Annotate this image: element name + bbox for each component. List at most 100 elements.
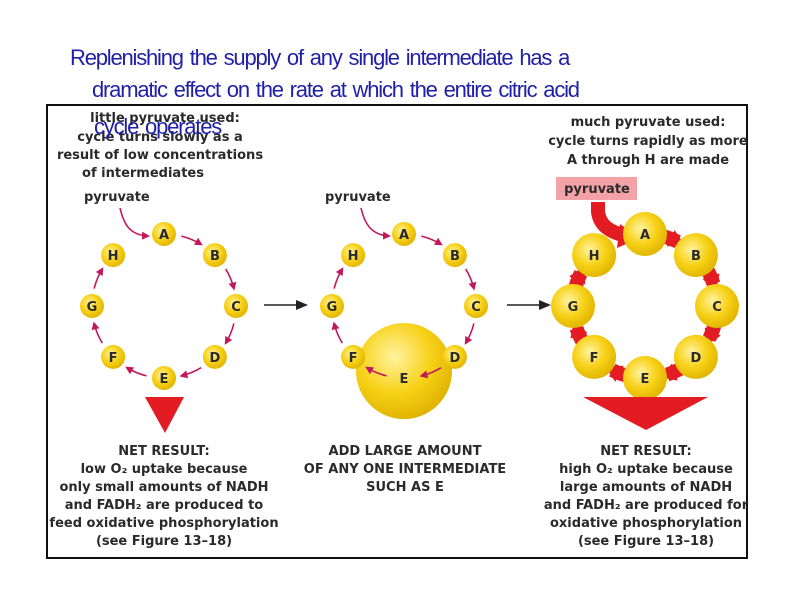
panel-1-caption: cycle turns slowly as a result of low co… — [57, 130, 263, 181]
pyruvate-box — [556, 177, 637, 200]
intermediate-label: D — [691, 351, 702, 366]
intermediate-label: F — [590, 351, 599, 366]
intermediate-node — [623, 212, 667, 256]
panel-2-result: ADD LARGE AMOUNT OF ANY ONE INTERMEDIATE… — [304, 444, 506, 495]
result-line: ADD LARGE AMOUNT — [329, 444, 482, 459]
title-line-2: dramatic effect on the rate at which the… — [92, 77, 580, 102]
intermediate-node — [673, 233, 718, 278]
intermediate-label: A — [159, 228, 169, 243]
result-line: (see Figure 13–18) — [578, 534, 714, 549]
cycle-arrow — [225, 268, 237, 291]
caption-line: much pyruvate used: — [571, 115, 726, 130]
intermediate-node — [695, 284, 739, 328]
intermediate-label: F — [349, 351, 358, 366]
intermediate-node — [442, 243, 467, 268]
large-intermediate-e — [356, 323, 452, 419]
intermediate-node — [442, 344, 467, 369]
intermediate-label: G — [87, 300, 98, 315]
result-line: and FADH₂ are produced for — [544, 498, 749, 513]
title-line-1: Replenishing the supply of any single in… — [70, 45, 570, 70]
cycle-arrow — [331, 321, 343, 344]
result-chevron-1 — [145, 397, 184, 433]
result-line: NET RESULT: — [118, 444, 209, 459]
intermediate-node — [572, 233, 617, 278]
intermediate-label: B — [691, 249, 701, 264]
cycle-arrow — [333, 267, 344, 289]
cycle-arrow — [465, 268, 477, 291]
title-line-3: cycle operates — [94, 114, 222, 139]
intermediate-node — [224, 294, 248, 318]
intermediate-label: B — [450, 249, 460, 264]
result-line: and FADH₂ are produced to — [65, 498, 264, 513]
intermediate-label: F — [109, 351, 118, 366]
intermediate-node — [80, 294, 104, 318]
cycle-arrow — [365, 366, 387, 377]
cycle-arrow — [125, 366, 147, 377]
intermediate-node — [202, 243, 227, 268]
result-line: large amounts of NADH — [560, 480, 732, 495]
intermediate-label: H — [589, 249, 600, 264]
result-line: high O₂ uptake because — [559, 462, 733, 477]
result-line: oxidative phosphorylation — [550, 516, 742, 531]
cycle-arrow — [179, 367, 202, 379]
intermediate-node — [202, 344, 227, 369]
cycle-arrow — [181, 235, 203, 246]
pyruvate-arrow-1 — [119, 207, 150, 240]
result-line: only small amounts of NADH — [59, 480, 268, 495]
intermediate-node — [101, 344, 126, 369]
intermediate-label: C — [712, 300, 722, 315]
pyruvate-arrow-2 — [360, 207, 391, 240]
intermediate-label: C — [471, 300, 481, 315]
intermediate-node — [341, 243, 366, 268]
intermediate-label: D — [210, 351, 221, 366]
intermediate-label: G — [327, 300, 338, 315]
result-line: (see Figure 13–18) — [96, 534, 232, 549]
intermediate-node — [623, 356, 667, 400]
cycle-arrow — [91, 321, 103, 344]
caption-line: A through H are made — [567, 153, 729, 168]
slide-title: Replenishing the supply of any single in… — [70, 42, 770, 106]
intermediate-node — [392, 222, 416, 246]
caption-line-overlap: little pyruvate used: — [90, 111, 240, 126]
cycle-arrow — [464, 323, 475, 345]
intermediate-label: E — [641, 372, 650, 387]
panel-1-result: NET RESULT: low O₂ uptake because only s… — [49, 444, 278, 549]
panel-3-result: NET RESULT: high O₂ uptake because large… — [544, 444, 749, 549]
pyruvate-label-2: pyruvate — [325, 190, 391, 205]
result-line: low O₂ uptake because — [81, 462, 248, 477]
intermediate-label: D — [450, 351, 461, 366]
result-line: feed oxidative phosphorylation — [49, 516, 278, 531]
intermediate-label: C — [231, 300, 241, 315]
intermediate-node — [341, 344, 366, 369]
panel-3-caption: much pyruvate used: cycle turns rapidly … — [548, 115, 748, 168]
intermediate-node — [152, 366, 176, 390]
pyruvate-label-1: pyruvate — [84, 190, 150, 205]
intermediate-label: H — [108, 249, 119, 264]
intermediate-node — [320, 294, 344, 318]
result-line: OF ANY ONE INTERMEDIATE — [304, 462, 506, 477]
intermediate-label: A — [399, 228, 409, 243]
caption-line: result of low concentrations — [57, 148, 263, 163]
result-line: NET RESULT: — [600, 444, 691, 459]
intermediate-node — [464, 294, 488, 318]
caption-line: cycle turns slowly as a — [77, 130, 242, 145]
caption-line: cycle turns rapidly as more — [548, 134, 748, 149]
intermediate-node — [101, 243, 126, 268]
caption-line: of intermediates — [82, 166, 204, 181]
result-chevron-3 — [583, 397, 708, 430]
intermediate-node — [152, 222, 176, 246]
intermediate-label: B — [210, 249, 220, 264]
intermediate-node — [572, 334, 617, 379]
cycle-arrow — [224, 323, 235, 345]
intermediate-label: H — [348, 249, 359, 264]
pyruvate-label-3: pyruvate — [564, 182, 630, 197]
cycle-arrow — [421, 235, 443, 246]
intermediate-label: E — [160, 372, 169, 387]
intermediate-label: E — [400, 372, 409, 387]
intermediate-label: A — [640, 228, 650, 243]
intermediate-node — [673, 334, 718, 379]
intermediate-label: G — [568, 300, 579, 315]
intermediate-node — [551, 284, 595, 328]
result-line: SUCH AS E — [366, 480, 444, 495]
